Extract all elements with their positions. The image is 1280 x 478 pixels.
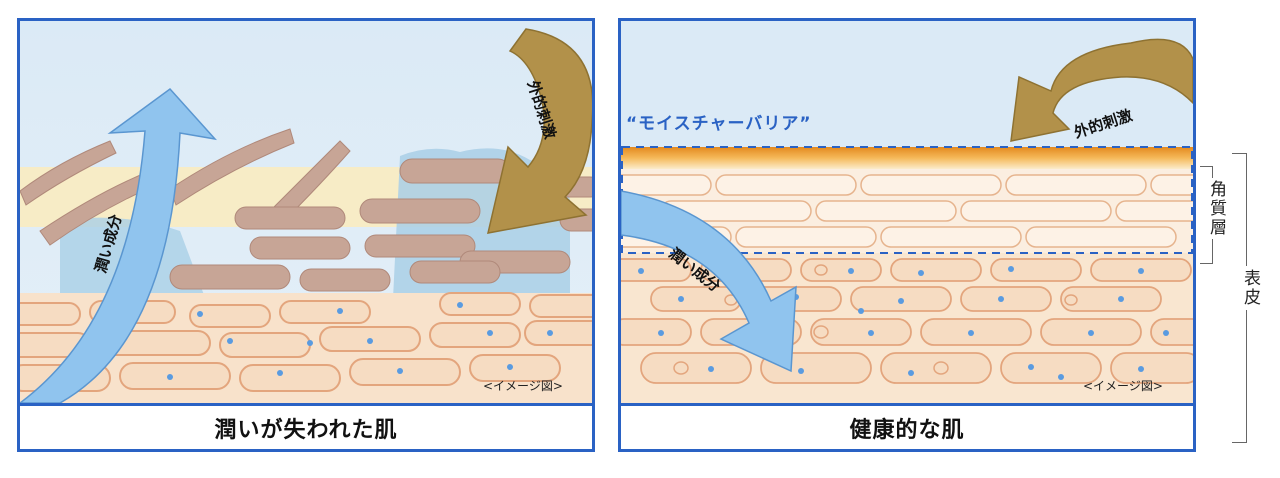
moisture-barrier-label: “モイスチャーバリア”	[626, 114, 812, 134]
healthy-skin-illustration	[621, 21, 1193, 403]
healthy-skin-caption: 健康的な肌	[621, 403, 1193, 449]
epidermis-label: 表皮	[1238, 266, 1263, 310]
image-note: <イメージ図>	[483, 379, 563, 393]
stimulus-arrow	[1010, 38, 1193, 142]
stimulus-arrow	[487, 28, 592, 234]
stratum-corneum-label: 角質層	[1204, 178, 1229, 239]
healthy-skin-panel: “モイスチャーバリア” 潤い成分 外的刺激 <イメージ図> 健康的な肌	[618, 18, 1196, 452]
dry-skin-caption: 潤いが失われた肌	[20, 403, 592, 449]
dry-skin-panel: <イメージ図> 潤い成分 外的刺激 潤いが失われた肌	[17, 18, 595, 452]
moisture-arrow	[621, 190, 797, 373]
barrier-dashed-outline	[621, 146, 1193, 254]
moisture-arrow	[20, 87, 218, 403]
cells	[20, 292, 592, 392]
image-note: <イメージ図>	[1083, 379, 1163, 393]
moisture-dots	[77, 302, 553, 380]
moisture-barrier-layer	[621, 147, 1193, 169]
corneum-cells	[621, 174, 1193, 248]
dry-skin-illustration	[20, 21, 592, 403]
